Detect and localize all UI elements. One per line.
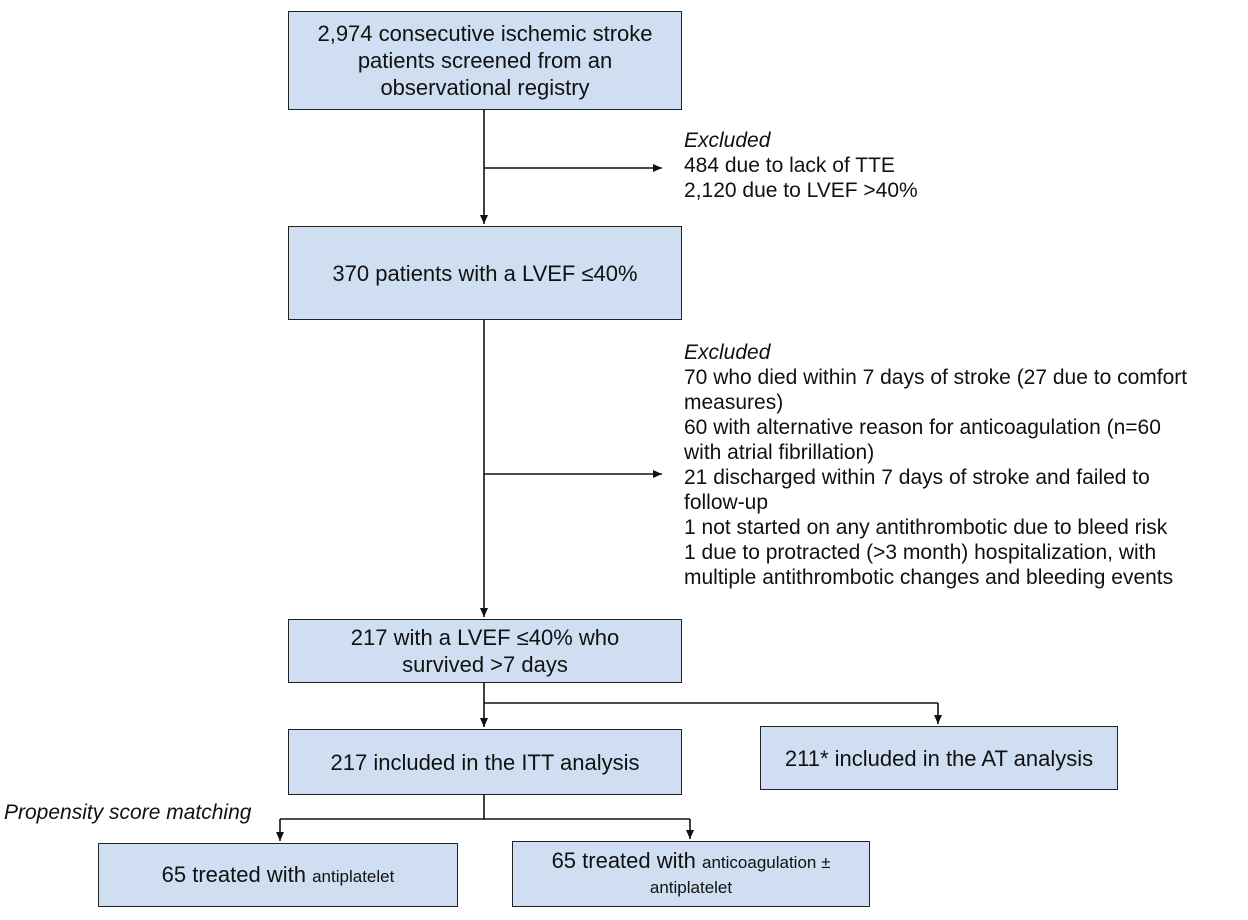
screened-line-1: 2,974 consecutive ischemic stroke — [317, 21, 653, 46]
lvef-box: 370 patients with a LVEF ≤40% — [288, 226, 682, 320]
exclusion-2-line: measures) — [684, 391, 784, 414]
exclusion-2-line: multiple antithrombotic changes and blee… — [684, 566, 1174, 589]
itt-box: 217 included in the ITT analysis — [288, 729, 682, 795]
exclusion-2-title: Excluded — [684, 341, 771, 364]
exclusion-1-title: Excluded — [684, 129, 771, 152]
exclusion-2-line: 1 due to protracted (>3 month) hospitali… — [684, 541, 1157, 564]
antiplatelet-box: 65 treated with antiplatelet — [98, 843, 458, 907]
anticoag-mid: anticoagulation ± — [702, 853, 831, 872]
antiplatelet-prefix: 65 treated with — [161, 861, 313, 887]
exclusion-2-line: follow-up — [684, 491, 769, 514]
exclusion-1-item: 2,120 due to LVEF >40% — [684, 179, 918, 202]
survived-box: 217 with a LVEF ≤40% who survived >7 day… — [288, 619, 682, 683]
propensity-matching-label: Propensity score matching — [4, 801, 252, 824]
screened-line-2: patients screened from an — [357, 48, 613, 73]
exclusion-2-line: 60 with alternative reason for anticoagu… — [684, 416, 1161, 439]
screened-line-3: observational registry — [380, 75, 590, 100]
antiplatelet-text: 65 treated with antiplatelet — [162, 861, 395, 890]
survived-line-2: survived >7 days — [402, 652, 568, 677]
exclusion-2: Excluded 70 who died within 7 days of st… — [684, 340, 1244, 590]
anticoagulation-box: 65 treated with anticoagulation ± antipl… — [512, 841, 870, 907]
antiplatelet-suffix: antiplatelet — [312, 866, 395, 886]
anticoag-prefix: 65 treated with — [551, 848, 702, 873]
exclusion-1-item: 484 due to lack of TTE — [684, 154, 895, 177]
anticoag-suffix: antiplatelet — [649, 878, 733, 897]
anticoag-line-1: 65 treated with anticoagulation ± — [552, 848, 831, 875]
exclusion-2-line: 21 discharged within 7 days of stroke an… — [684, 466, 1150, 489]
exclusion-2-line: with atrial fibrillation) — [684, 441, 875, 464]
at-box: 211* included in the AT analysis — [760, 726, 1118, 790]
exclusion-1: Excluded 484 due to lack of TTE 2,120 du… — [684, 128, 918, 203]
screened-patients-box: 2,974 consecutive ischemic stroke patien… — [288, 11, 682, 110]
lvef-text: 370 patients with a LVEF ≤40% — [332, 260, 638, 286]
exclusion-2-line: 70 who died within 7 days of stroke (27 … — [684, 366, 1188, 389]
itt-text: 217 included in the ITT analysis — [330, 749, 640, 775]
survived-line-1: 217 with a LVEF ≤40% who — [350, 625, 620, 650]
exclusion-2-line: 1 not started on any antithrombotic due … — [684, 516, 1168, 539]
at-text: 211* included in the AT analysis — [784, 745, 1094, 771]
